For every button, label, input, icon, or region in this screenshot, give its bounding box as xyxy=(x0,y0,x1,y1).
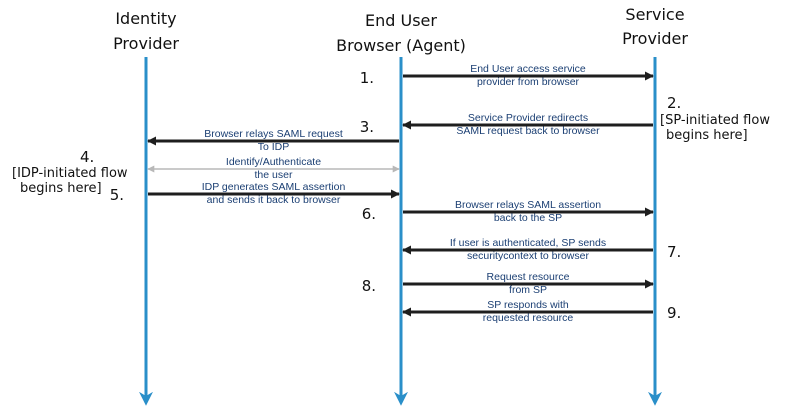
actor-label-sp: Service xyxy=(625,5,684,24)
message-label: requested resource xyxy=(483,312,574,324)
step-number: 3. xyxy=(360,118,374,136)
actor-label-idp: Provider xyxy=(113,34,179,53)
note-step-sp_initiated: 2. xyxy=(667,94,681,112)
message-label: IDP generates SAML assertion xyxy=(202,181,346,193)
message-label: To IDP xyxy=(258,141,290,153)
step-number: 7. xyxy=(667,243,681,261)
actor-label-browser: Browser (Agent) xyxy=(336,36,466,55)
message-label: Browser relays SAML assertion xyxy=(455,199,601,211)
message-label: Service Provider redirects xyxy=(468,112,588,124)
message-label: If user is authenticated, SP sends xyxy=(450,237,606,249)
note-text-idp_initiated: [IDP-initiated flow xyxy=(12,166,128,181)
message-label: Request resource xyxy=(487,271,570,283)
note-text-sp_initiated: [SP-initiated flow xyxy=(660,113,770,128)
message-label: Identify/Authenticate xyxy=(226,156,321,168)
step-number: 9. xyxy=(667,304,681,322)
message-label: provider from browser xyxy=(477,76,580,88)
message-label: Browser relays SAML request xyxy=(204,128,343,140)
note-text-idp_initiated: begins here] xyxy=(20,181,102,196)
actor-label-idp: Identity xyxy=(115,9,176,28)
message-label: SAML request back to browser xyxy=(456,125,600,137)
step-number: 1. xyxy=(360,69,374,87)
message-label: from SP xyxy=(509,284,547,296)
message-label: the user xyxy=(255,169,293,181)
message-label: securitycontext to browser xyxy=(467,250,589,262)
note-step-idp_initiated: 4. xyxy=(80,148,94,166)
step-number: 5. xyxy=(110,186,124,204)
message-label: End User access service xyxy=(470,63,586,75)
note-text-sp_initiated: begins here] xyxy=(666,128,748,143)
step-number: 8. xyxy=(362,277,376,295)
message-label: back to the SP xyxy=(494,212,562,224)
step-number: 6. xyxy=(362,205,376,223)
actor-label-browser: End User xyxy=(365,11,437,30)
message-label: SP responds with xyxy=(487,299,569,311)
message-label: and sends it back to browser xyxy=(207,194,341,206)
actor-label-sp: Provider xyxy=(622,29,688,48)
